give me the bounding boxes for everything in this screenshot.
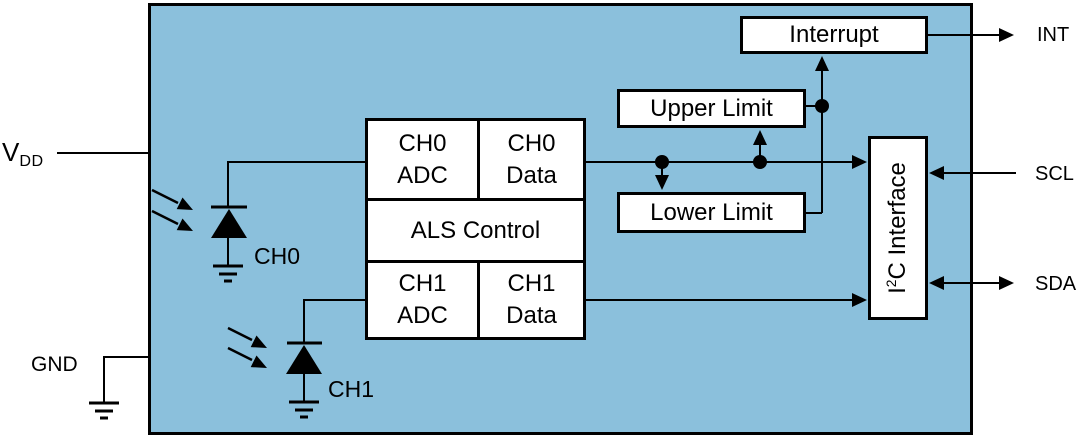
sda-pin-label: SDA bbox=[1035, 273, 1077, 295]
ch1-data-block: CH1 Data bbox=[506, 270, 557, 329]
als-control-block: ALS Control bbox=[368, 201, 583, 263]
gnd-wire bbox=[103, 356, 148, 402]
int-arrowhead bbox=[999, 28, 1014, 42]
ch1-adc-block: CH1 ADC bbox=[368, 263, 480, 337]
gnd-pin-label: GND bbox=[31, 353, 78, 376]
gnd-ground-symbol bbox=[89, 401, 119, 420]
ch0-adc-block: CH0 ADC bbox=[368, 121, 480, 201]
upper-limit-block: Upper Limit bbox=[617, 89, 806, 128]
sda-arrowhead-out bbox=[999, 276, 1014, 290]
ch0-data-block: CH0 Data bbox=[480, 121, 583, 201]
ch0-photodiode-label: CH0 bbox=[254, 243, 301, 269]
i2c-interface-label: I2C Interface bbox=[883, 162, 912, 294]
scl-pin-label: SCL bbox=[1035, 163, 1074, 185]
ch1-photodiode-label: CH1 bbox=[328, 376, 375, 402]
interrupt-block: Interrupt bbox=[740, 16, 928, 54]
vdd-pin-label: VDD bbox=[2, 137, 44, 170]
i2c-interface-block: I2C Interface bbox=[868, 136, 928, 320]
vdd-subscript: DD bbox=[19, 152, 44, 170]
int-pin-label: INT bbox=[1037, 24, 1070, 46]
i2c-superscript: 2 bbox=[883, 279, 900, 288]
lower-limit-block: Lower Limit bbox=[617, 192, 806, 233]
als-core-block: CH0 ADC CH0 Data ALS Control CH1 ADC CH1… bbox=[365, 118, 586, 340]
